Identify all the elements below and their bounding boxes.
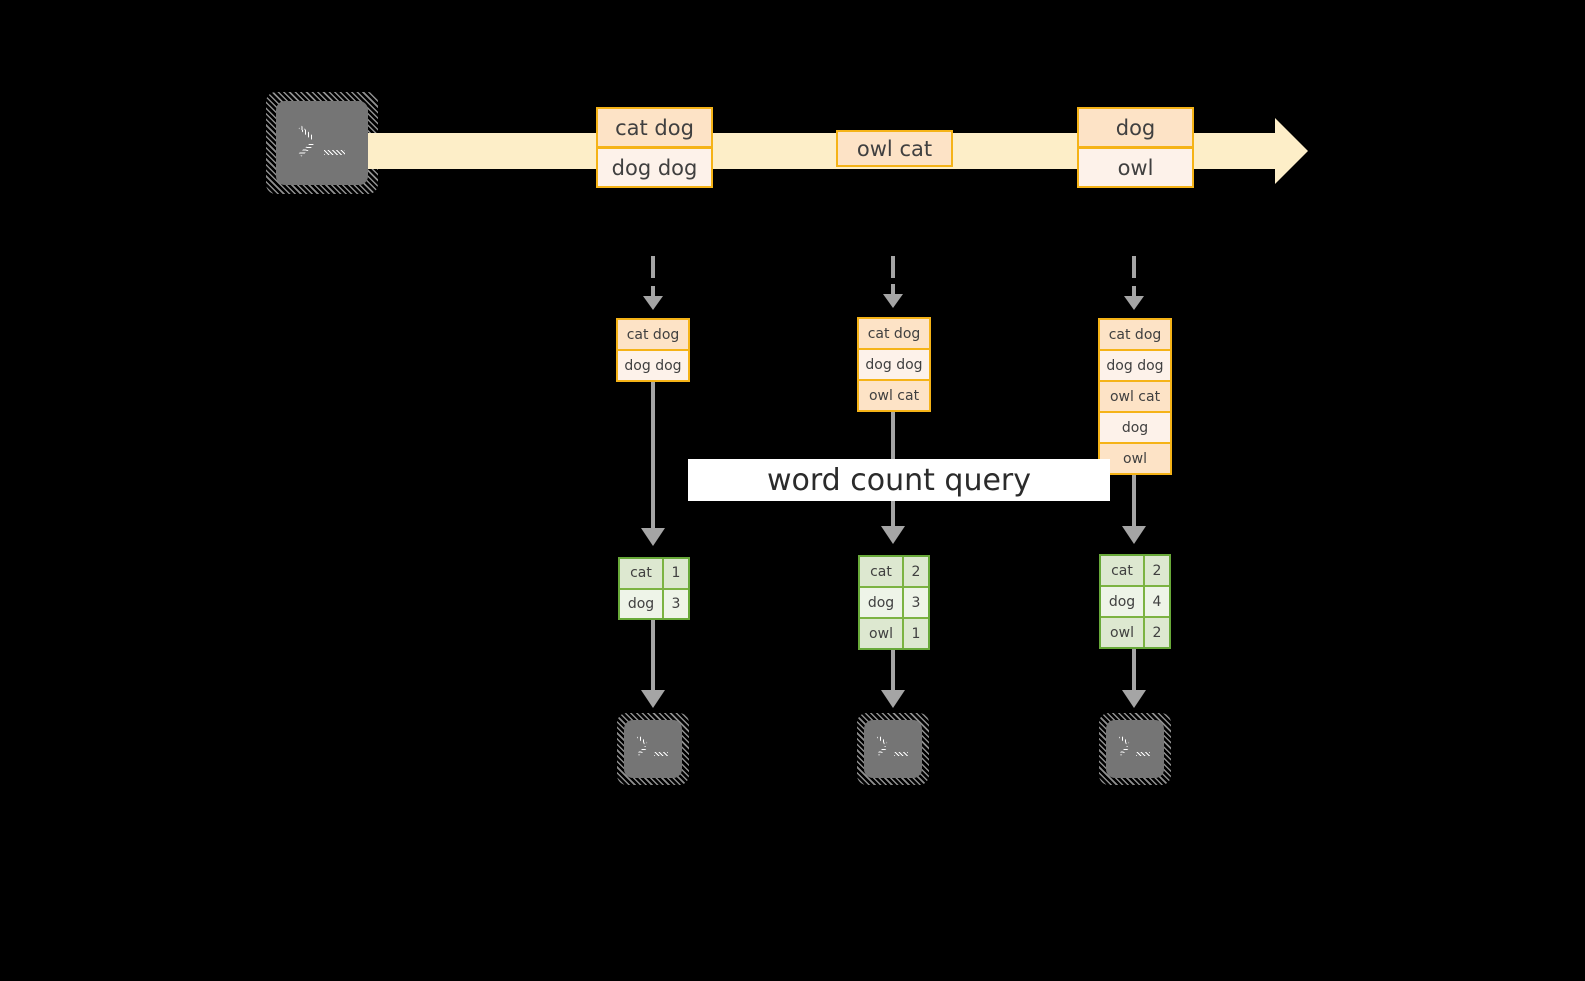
- snapshot-t3-records: cat dog dog dog owl cat dog owl: [1098, 318, 1172, 475]
- sink-flow-arrowhead: [881, 690, 905, 708]
- snapshot-trigger-line: [1132, 286, 1136, 298]
- snapshot-record: dog: [1100, 413, 1170, 444]
- snapshot-record: dog dog: [859, 350, 929, 381]
- snapshot-record: cat dog: [859, 319, 929, 350]
- result-value: 1: [904, 619, 928, 648]
- query-flow-line: [1132, 475, 1136, 531]
- query-flow-arrowhead: [881, 526, 905, 544]
- terminal-underscore-icon: [894, 752, 908, 756]
- terminal-body: [864, 720, 922, 778]
- stream-record: owl cat: [836, 130, 953, 167]
- result-key: owl: [1101, 618, 1145, 647]
- result-value: 3: [904, 588, 928, 617]
- terminal-underscore-icon: [654, 752, 668, 756]
- snapshot-record: cat dog: [618, 320, 688, 351]
- query-label-band: word count query: [688, 459, 1110, 501]
- result-key: cat: [1101, 556, 1145, 585]
- result-row: cat 1: [620, 559, 688, 590]
- result-table-t2: cat 2 dog 3 owl 1: [858, 555, 930, 650]
- event-stream-arrowhead: [1275, 118, 1308, 184]
- snapshot-record: owl cat: [1100, 382, 1170, 413]
- sink-flow-arrowhead: [1122, 690, 1146, 708]
- result-key: cat: [860, 557, 904, 586]
- result-value: 3: [664, 589, 688, 618]
- query-flow-arrowhead: [1122, 526, 1146, 544]
- snapshot-trigger-line: [891, 284, 895, 296]
- snapshot-trigger-arrowhead: [643, 296, 663, 310]
- stream-record: cat dog: [596, 107, 713, 148]
- terminal-underscore-icon: [1136, 752, 1150, 756]
- terminal-underscore-icon: [324, 150, 345, 155]
- snapshot-record: owl cat: [859, 381, 929, 410]
- snapshot-record: dog dog: [1100, 351, 1170, 382]
- snapshot-trigger-arrowhead: [1124, 296, 1144, 310]
- sink-terminal-2: [857, 713, 929, 785]
- stream-record: owl: [1077, 147, 1194, 188]
- stream-record: dog dog: [596, 147, 713, 188]
- sink-flow-line: [1132, 649, 1136, 695]
- snapshot-trigger-line: [651, 286, 655, 298]
- sink-flow-line: [651, 620, 655, 695]
- snapshot-record: dog dog: [618, 351, 688, 380]
- sink-flow-arrowhead: [641, 690, 665, 708]
- result-row: dog 4: [1101, 587, 1169, 618]
- snapshot-t2-records: cat dog dog dog owl cat: [857, 317, 931, 412]
- sink-terminal-3: [1099, 713, 1171, 785]
- sink-terminal-1: [617, 713, 689, 785]
- terminal-body: [1106, 720, 1164, 778]
- result-value: 1: [664, 559, 688, 588]
- snapshot-t1-records: cat dog dog dog: [616, 318, 690, 382]
- result-table-t1: cat 1 dog 3: [618, 557, 690, 620]
- result-key: dog: [860, 588, 904, 617]
- result-value: 4: [1145, 587, 1169, 616]
- stream-record: dog: [1077, 107, 1194, 148]
- snapshot-trigger-dash: [651, 256, 655, 278]
- result-row: dog 3: [860, 588, 928, 619]
- terminal-body: [276, 101, 368, 185]
- result-value: 2: [904, 557, 928, 586]
- result-value: 2: [1145, 556, 1169, 585]
- snapshot-trigger-dash: [891, 256, 895, 278]
- result-key: dog: [620, 589, 664, 618]
- result-row: owl 2: [1101, 618, 1169, 647]
- sink-flow-line: [891, 650, 895, 695]
- result-row: cat 2: [860, 557, 928, 588]
- snapshot-trigger-arrowhead: [883, 294, 903, 308]
- result-key: dog: [1101, 587, 1145, 616]
- result-value: 2: [1145, 618, 1169, 647]
- result-row: cat 2: [1101, 556, 1169, 587]
- result-row: dog 3: [620, 589, 688, 618]
- result-key: owl: [860, 619, 904, 648]
- result-key: cat: [620, 559, 664, 588]
- source-terminal-icon: [266, 92, 378, 194]
- snapshot-record: owl: [1100, 444, 1170, 473]
- query-flow-line: [651, 382, 655, 533]
- result-row: owl 1: [860, 619, 928, 648]
- query-flow-arrowhead: [641, 528, 665, 546]
- snapshot-record: cat dog: [1100, 320, 1170, 351]
- result-table-t3: cat 2 dog 4 owl 2: [1099, 554, 1171, 649]
- snapshot-trigger-dash: [1132, 256, 1136, 278]
- terminal-body: [624, 720, 682, 778]
